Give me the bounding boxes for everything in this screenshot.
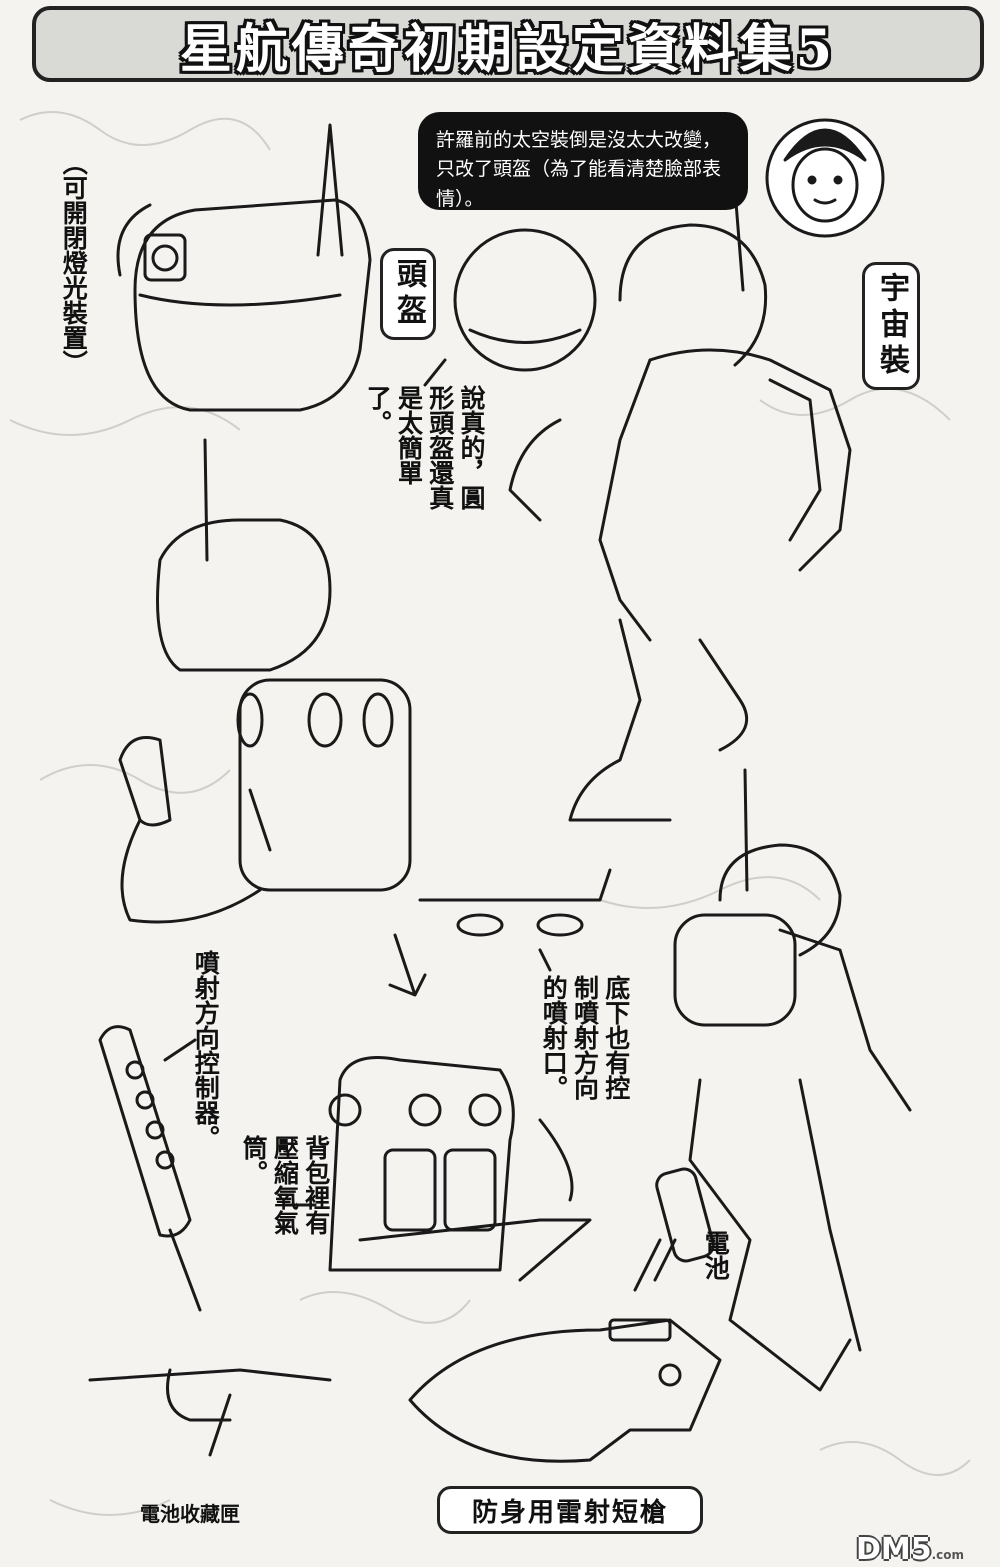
label-helmet: 頭盔 xyxy=(391,258,426,330)
note-battery: 電池 xyxy=(701,1230,731,1280)
jet-controller-sketch xyxy=(98,1025,202,1312)
label-box-spacesuit: 宇宙裝 xyxy=(862,262,920,390)
note-jet-controller: 噴射方向控制器。 xyxy=(191,950,221,1150)
logo-text: DM5 xyxy=(855,1532,932,1567)
speech-bubble: 許羅前的太空裝倒是沒太大改變，只改了頭盔（為了能看清楚臉部表情）。 xyxy=(418,112,748,210)
backpack-sketch xyxy=(118,438,612,937)
note-battery-compartment: 電池收藏匣 xyxy=(140,1502,240,1526)
helmet-light-sketch xyxy=(116,123,372,412)
label-box-laser-gun: 防身用雷射短槍 xyxy=(437,1486,703,1534)
note-bottom-nozzle: 底下也有控制噴射方向的噴射口。 xyxy=(539,975,631,1100)
author-avatar-sketch xyxy=(765,118,885,238)
spacesuit-figure-sketch xyxy=(508,188,852,822)
title-banner: 星航傳奇初期設定資料集5 xyxy=(32,6,984,82)
note-backpack-tanks: 背包裡有壓縮氧氣筒。 xyxy=(239,1135,331,1235)
label-spacesuit: 宇宙裝 xyxy=(874,272,909,380)
laser-gun-sketch xyxy=(88,1318,722,1463)
open-backpack-sketch xyxy=(328,1056,592,1282)
walking-spacesuit-sketch xyxy=(673,768,912,1392)
note-light-device: （可開閉燈光裝置） xyxy=(59,150,89,375)
label-box-helmet: 頭盔 xyxy=(380,248,436,340)
battery-sketch xyxy=(633,1167,715,1292)
round-helmet-sketch xyxy=(423,228,597,387)
background-texture xyxy=(9,111,971,1516)
site-logo: DM5.com xyxy=(856,1532,964,1567)
label-laser-gun: 防身用雷射短槍 xyxy=(471,1497,668,1528)
page-title: 星航傳奇初期設定資料集5 xyxy=(179,18,837,80)
logo-suffix: .com xyxy=(931,1548,964,1562)
annotation-arrows xyxy=(283,933,677,1282)
note-helmet-round: 說真的，圓形頭盔還真是太簡單了。 xyxy=(363,385,486,510)
